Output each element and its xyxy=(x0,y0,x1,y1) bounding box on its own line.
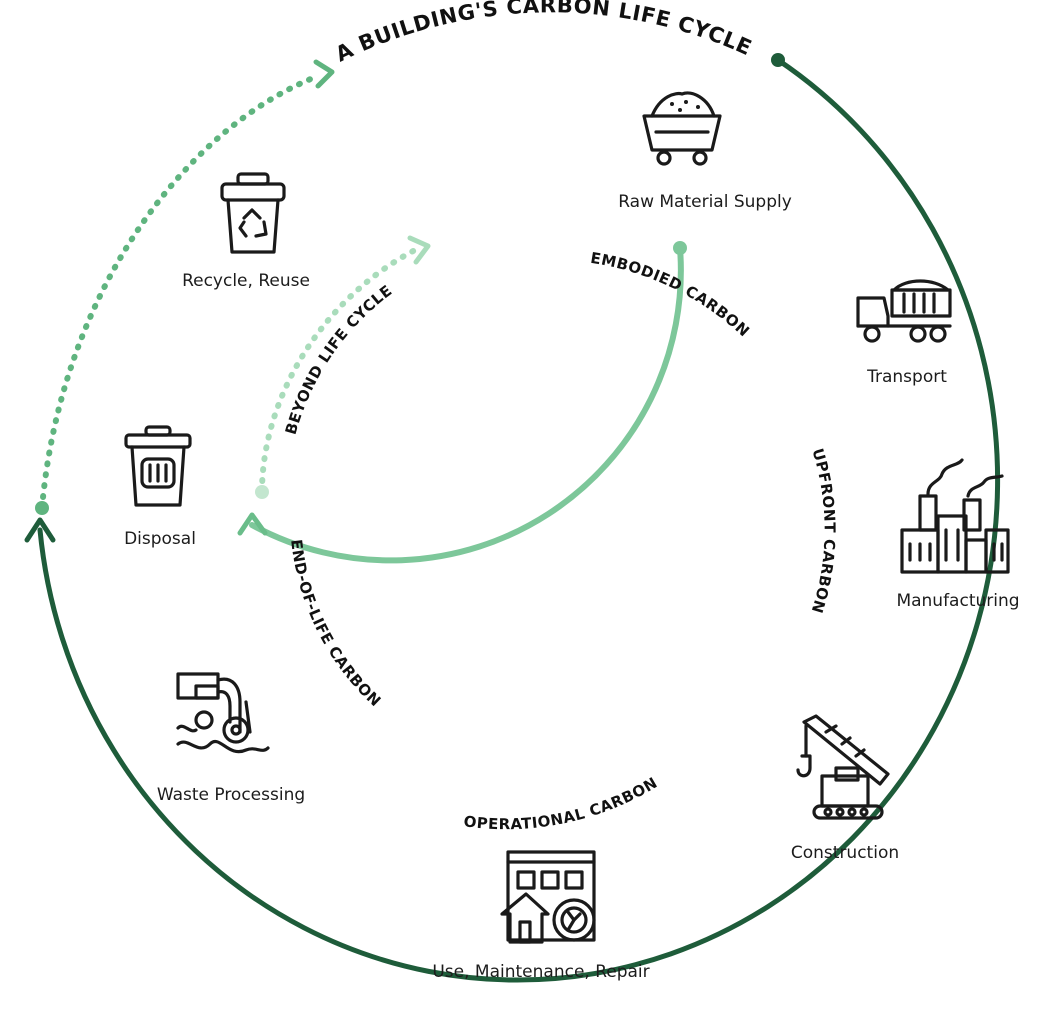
stage-label: Use, Maintenance, Repair xyxy=(432,962,649,982)
inner-cycle-arrowhead xyxy=(237,512,268,536)
operational-carbon-text: OPERATIONAL CARBON xyxy=(463,774,660,834)
crane-icon xyxy=(796,714,890,820)
inner-cycle-arc xyxy=(249,245,684,564)
stage-recycle: Recycle, Reuse xyxy=(182,172,310,291)
outer-cycle-arrowhead xyxy=(24,517,56,543)
diagram-title: A BUILDING'S CARBON LIFE CYCLE xyxy=(332,0,756,67)
factory-icon xyxy=(900,458,1010,574)
inner-cycle-start-dot xyxy=(673,241,687,255)
stage-transport: Transport xyxy=(856,279,952,387)
inner-beyond-dotted-arc xyxy=(259,247,418,495)
mining-cart-icon xyxy=(642,91,722,166)
outer-cycle xyxy=(24,53,1001,983)
stage-label: Raw Material Supply xyxy=(618,192,792,212)
beyond-life-cycle-text: BEYOND LIFE CYCLE xyxy=(282,281,395,436)
inner-cycle xyxy=(237,235,687,564)
stage-disposal: Disposal xyxy=(124,425,196,549)
stage-label: Manufacturing xyxy=(896,591,1019,611)
upfront-carbon-text: UPFRONT CARBON xyxy=(808,446,838,615)
outer-beyond-dot xyxy=(35,501,49,515)
stage-use: Use, Maintenance, Repair xyxy=(432,850,650,982)
stage-label: Recycle, Reuse xyxy=(182,271,310,291)
end-of-life-carbon-text: END-OF-LIFE CARBON xyxy=(287,538,384,710)
stage-label: Transport xyxy=(866,367,947,387)
building-wrench-icon xyxy=(500,850,596,944)
embodied-carbon-text: EMBODIED CARBON xyxy=(589,249,753,341)
trash-bin-icon xyxy=(124,425,192,507)
stage-manufacturing: Manufacturing xyxy=(896,458,1020,611)
embodied-carbon-label: EMBODIED CARBON xyxy=(589,249,753,341)
outer-beyond-dotted-arc xyxy=(39,73,321,511)
upfront-carbon-label: UPFRONT CARBON xyxy=(808,446,839,615)
inner-beyond-dot xyxy=(255,485,269,499)
beyond-life-cycle-label: BEYOND LIFE CYCLE xyxy=(282,281,396,436)
inner-beyond-arrowhead xyxy=(407,235,431,265)
stage-raw-material: Raw Material Supply xyxy=(618,91,792,212)
outer-cycle-start-dot xyxy=(771,53,785,67)
outer-beyond-arrowhead xyxy=(313,59,335,89)
operational-carbon-label: OPERATIONAL CARBON xyxy=(463,774,661,834)
stage-waste: Waste Processing xyxy=(157,672,305,805)
stage-label: Disposal xyxy=(124,529,196,549)
stage-label: Waste Processing xyxy=(157,785,305,805)
recycle-bin-icon xyxy=(220,172,286,254)
outer-cycle-arc xyxy=(37,57,1001,983)
stage-construction: Construction xyxy=(791,714,899,863)
stage-label: Construction xyxy=(791,843,899,863)
dump-truck-icon xyxy=(856,279,952,343)
waste-pipe-icon xyxy=(176,672,270,754)
diagram-title-text: A BUILDING'S CARBON LIFE CYCLE xyxy=(332,0,755,67)
end-of-life-carbon-label: END-OF-LIFE CARBON xyxy=(287,538,385,710)
